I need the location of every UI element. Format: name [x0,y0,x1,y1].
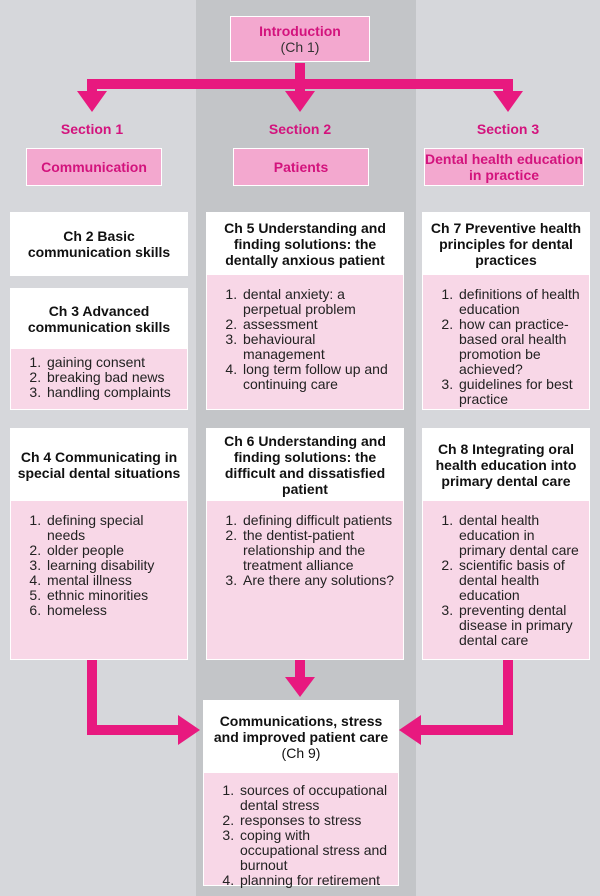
list-item: handling complaints [45,385,181,400]
arrowhead-section-2 [285,91,315,112]
converge-right-horizontal [420,725,513,735]
branch-mid [295,79,305,91]
arrowhead-to-ch9-right [399,715,421,745]
chapter-6-card: Ch 6 Understanding and finding solutions… [206,428,404,660]
converge-left-horizontal [87,725,179,735]
list-item: behavioural management [241,332,397,362]
list-item: older people [45,543,181,558]
chapter-9-card: Communications, stress and improved pati… [203,700,399,888]
arrowhead-to-ch9-mid [285,677,315,697]
chapter-3-card: Ch 3 Advanced communication skills gaini… [10,288,188,410]
list-item: long term follow up and continuing care [241,362,397,392]
section-2-theme-box: Patients [233,148,369,186]
list-item: the dentist-patient relationship and the… [241,528,397,573]
section-3-label: Section 3 [476,121,540,137]
chapter-8-list-panel: dental health education in primary denta… [423,501,589,659]
chapter-3-title: Ch 3 Advanced communication skills [11,289,187,349]
list-item: breaking bad news [45,370,181,385]
chapter-5-title: Ch 5 Understanding and finding solutions… [207,213,403,275]
chapter-9-list-panel: sources of occupational dental stress re… [204,773,398,888]
list-item: gaining consent [45,355,181,370]
introduction-title: Introduction [259,23,341,39]
list-item: learning disability [45,558,181,573]
list-item: how can practice-based oral health promo… [457,317,583,377]
arrowhead-section-1 [77,91,107,112]
chapter-7-list-panel: definitions of health education how can … [423,275,589,409]
list-item: defining special needs [45,513,181,543]
chapter-4-card: Ch 4 Communicating in special dental sit… [10,428,188,660]
list-item: definitions of health education [457,287,583,317]
branch-right [503,79,513,91]
chapter-5-card: Ch 5 Understanding and finding solutions… [206,212,404,410]
list-item: Are there any solutions? [241,573,397,588]
list-item: homeless [45,603,181,618]
converge-right-vertical [503,660,513,735]
list-item: ethnic minorities [45,588,181,603]
arrowhead-section-3 [493,91,523,112]
chapter-7-title: Ch 7 Preventive health principles for de… [423,213,589,275]
list-item: mental illness [45,573,181,588]
list-item: responses to stress [238,813,392,828]
section-1-theme: Communication [41,159,147,175]
list-item: dental anxiety: a perpetual problem [241,287,397,317]
list-item: planning for retirement [238,873,392,888]
list-item: guidelines for best practice [457,377,583,407]
list-item: assessment [241,317,397,332]
chapter-2-title: Ch 2 Basic communication skills [11,213,187,275]
introduction-box: Introduction (Ch 1) [230,16,370,62]
list-item: dental health education in primary denta… [457,513,583,558]
section-3-theme-box: Dental health education in practice [424,148,584,186]
section-2-label: Section 2 [268,121,332,137]
chapter-7-card: Ch 7 Preventive health principles for de… [422,212,590,410]
converge-mid-vertical [295,660,305,678]
section-2-theme: Patients [273,159,329,175]
chapter-9-number: (Ch 9) [281,745,321,761]
arrowhead-to-ch9-left [178,715,200,745]
branch-left [87,79,97,91]
chapter-4-title: Ch 4 Communicating in special dental sit… [11,429,187,501]
chapter-5-list-panel: dental anxiety: a perpetual problem asse… [207,275,403,409]
converge-left-vertical [87,660,97,735]
chapter-6-title: Ch 6 Understanding and finding solutions… [207,429,403,501]
chapter-9-title: Communications, stress and improved pati… [213,713,389,745]
chapter-2-card: Ch 2 Basic communication skills [10,212,188,276]
section-3-theme: Dental health education in practice [425,151,583,183]
intro-stem-arrow [295,63,305,89]
chapter-3-list-panel: gaining consent breaking bad news handli… [11,349,187,409]
chapter-4-list-panel: defining special needs older people lear… [11,501,187,659]
list-item: scientific basis of dental health educat… [457,558,583,603]
chapter-9-header: Communications, stress and improved pati… [204,701,398,773]
chapter-6-list-panel: defining difficult patients the dentist-… [207,501,403,659]
introduction-chapter: (Ch 1) [280,39,320,55]
list-item: defining difficult patients [241,513,397,528]
list-item: sources of occupational dental stress [238,783,392,813]
section-1-label: Section 1 [60,121,124,137]
section-1-theme-box: Communication [26,148,162,186]
chapter-8-title: Ch 8 Integrating oral health education i… [423,429,589,501]
list-item: coping with occupational stress and burn… [238,828,392,873]
list-item: preventing dental disease in primary den… [457,603,583,648]
chapter-8-card: Ch 8 Integrating oral health education i… [422,428,590,660]
